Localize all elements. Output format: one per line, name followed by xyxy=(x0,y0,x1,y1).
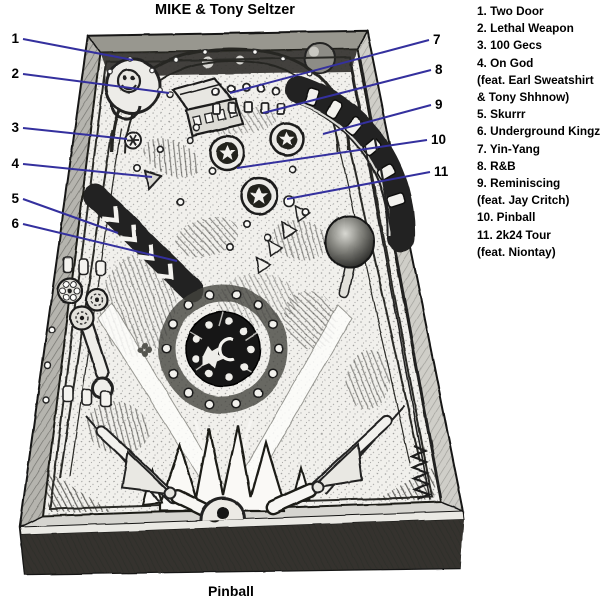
tracklist-line: 7. Yin-Yang xyxy=(477,141,540,156)
callout-line-4 xyxy=(22,163,153,178)
tracklist-line: 5. Skurrr xyxy=(477,107,526,122)
callout-number-10: 10 xyxy=(431,132,446,147)
tracklist-line: 2. Lethal Weapon xyxy=(477,21,574,36)
callout-number-6: 6 xyxy=(11,216,19,231)
tracklist-line: 11. 2k24 Tour xyxy=(477,227,551,242)
center-wheel xyxy=(158,284,288,414)
callout-line-6 xyxy=(22,223,178,262)
letter-c xyxy=(218,337,235,362)
callout-layer: 1 2 3 4 5 6 7 8 9 10 11 xyxy=(11,31,449,262)
tracklist-line: (feat. Jay Critch) xyxy=(477,193,570,208)
tracklist-line: 6. Underground Kingz xyxy=(477,124,600,139)
tracklist-line: (feat. Niontay) xyxy=(477,244,556,259)
callout-number-9: 9 xyxy=(435,97,443,112)
pop-bumpers xyxy=(208,121,305,216)
callout-line-5 xyxy=(22,198,119,234)
tracklist-line: 1. Two Door xyxy=(477,4,544,18)
callout-number-2: 2 xyxy=(11,66,19,81)
tracklist-line: (feat. Earl Sweatshirt xyxy=(477,72,594,87)
callout-number-7: 7 xyxy=(433,32,441,47)
backboard-shadow xyxy=(100,49,357,76)
callout-number-8: 8 xyxy=(435,62,443,77)
tracklist-line: 10. Pinball xyxy=(477,210,536,225)
shaded-ball xyxy=(325,215,375,299)
callout-number-1: 1 xyxy=(11,31,19,46)
posts xyxy=(133,124,309,252)
arrow-lane xyxy=(255,204,311,275)
callout-line-10 xyxy=(236,139,428,169)
tracklist-line: & Tony Shhnow) xyxy=(477,90,570,105)
tracklist-line: 4. On God xyxy=(477,55,534,70)
tracklist-line: 3. 100 Gecs xyxy=(477,38,542,53)
shooter-lane xyxy=(349,57,443,502)
callout-number-4: 4 xyxy=(11,156,19,171)
triangle-post xyxy=(143,169,163,192)
target-row xyxy=(212,101,285,115)
chevron-lane xyxy=(83,184,204,302)
footer-title: Pinball xyxy=(208,583,254,599)
star-rollover xyxy=(124,131,142,149)
callout-number-5: 5 xyxy=(11,191,19,206)
callout-number-3: 3 xyxy=(11,120,19,135)
callout-line-8 xyxy=(262,69,432,114)
callout-line-11 xyxy=(286,171,431,200)
callout-line-1 xyxy=(22,38,134,61)
plunger-spring xyxy=(409,444,433,502)
tracklist: 1. Two Door 2. Lethal Weapon 3. 100 Gecs 4.… xyxy=(477,3,600,261)
tracklist-line: 9. Reminiscing xyxy=(477,176,561,191)
wolf-figure xyxy=(203,346,224,368)
tracklist-line: 8. R&B xyxy=(477,158,516,173)
callout-line-9 xyxy=(322,104,432,135)
callout-line-2 xyxy=(22,73,170,94)
page-title: MIKE & Tony Seltzer xyxy=(155,2,295,18)
flippers xyxy=(163,480,325,523)
callout-number-11: 11 xyxy=(434,164,449,179)
callout-line-7 xyxy=(229,39,430,94)
left-machinery xyxy=(42,256,152,408)
callout-line-3 xyxy=(22,127,128,140)
slingshots xyxy=(85,405,405,505)
pinball-machine xyxy=(18,28,465,576)
